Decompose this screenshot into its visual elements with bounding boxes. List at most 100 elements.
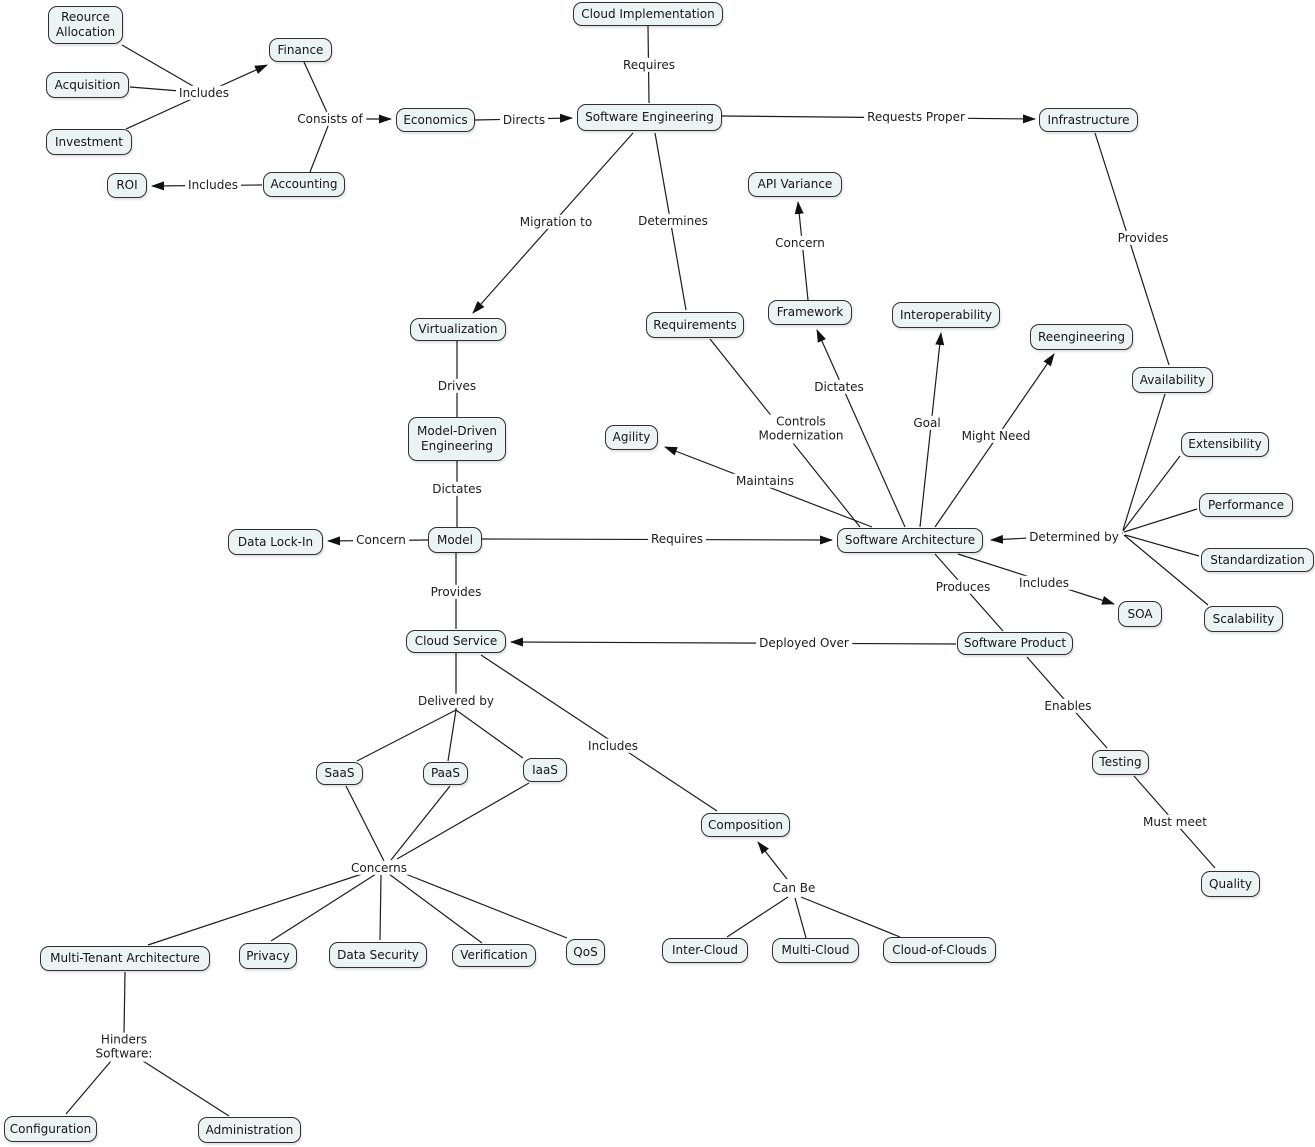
node-performance[interactable]: Performance	[1199, 493, 1293, 517]
node-administration[interactable]: Administration	[198, 1117, 301, 1143]
node-virtualization[interactable]: Virtualization	[410, 318, 506, 341]
edge-line-39	[345, 785, 385, 862]
edge-label-dictates-framework: Dictates	[811, 379, 867, 395]
node-interoperability[interactable]: Interoperability	[892, 302, 1000, 328]
edge-label-concern-api: Concern	[772, 235, 828, 251]
node-multi-tenant-architecture[interactable]: Multi-Tenant Architecture	[40, 946, 210, 971]
edge-line-27	[1123, 508, 1198, 533]
node-framework[interactable]: Framework	[768, 300, 852, 325]
edge-line-41	[396, 782, 530, 860]
node-availability[interactable]: Availability	[1132, 367, 1213, 393]
node-testing[interactable]: Testing	[1092, 750, 1149, 775]
edge-label-deployed-over: Deployed Over	[756, 635, 852, 651]
node-investment[interactable]: Investment	[46, 129, 132, 155]
edge-label-includes-soa: Includes	[1016, 575, 1072, 591]
node-economics[interactable]: Economics	[396, 108, 475, 132]
node-qos[interactable]: QoS	[566, 939, 605, 965]
edge-label-produces: Produces	[932, 579, 994, 595]
node-infrastructure[interactable]: Infrastructure	[1039, 108, 1138, 132]
node-cloud-service[interactable]: Cloud Service	[406, 630, 506, 653]
edge-label-requests-proper: Requests Proper	[864, 109, 968, 125]
node-privacy[interactable]: Privacy	[239, 943, 297, 969]
node-paas[interactable]: PaaS	[423, 762, 468, 785]
edge-line-52	[800, 896, 901, 938]
node-composition[interactable]: Composition	[701, 813, 790, 837]
edge-label-includes-finance: Includes	[176, 85, 232, 101]
edge-label-includes-composition: Includes	[585, 738, 641, 754]
edge-line-33	[510, 637, 957, 647]
node-software-product[interactable]: Software Product	[957, 632, 1073, 655]
edge-label-consists-of: Consists of	[294, 111, 366, 127]
edge-line-40	[390, 785, 451, 861]
edge-label-migration-to: Migration to	[516, 214, 596, 230]
edge-label-requires-sa: Requires	[647, 531, 707, 547]
node-multi-cloud[interactable]: Multi-Cloud	[772, 938, 859, 963]
node-cloud-of-clouds[interactable]: Cloud-of-Clouds	[883, 937, 996, 963]
edge-label-might-need: Might Need	[958, 428, 1034, 444]
node-inter-cloud[interactable]: Inter-Cloud	[662, 938, 748, 963]
node-data-security[interactable]: Data Security	[329, 942, 427, 968]
edge-line-28	[1124, 534, 1200, 557]
node-finance[interactable]: Finance	[269, 38, 332, 62]
edge-label-maintains: Maintains	[733, 473, 797, 489]
node-soa[interactable]: SOA	[1118, 601, 1162, 627]
edge-line-38	[480, 654, 718, 812]
edge-label-concern-datalockin: Concern	[353, 532, 409, 548]
edge-line-45	[388, 873, 483, 944]
edge-line-35	[356, 709, 457, 762]
node-accounting[interactable]: Accounting	[263, 172, 345, 197]
node-model-driven-engineering[interactable]: Model-Driven Engineering	[408, 417, 506, 461]
node-iaas[interactable]: IaaS	[523, 758, 567, 782]
edge-label-drives: Drives	[434, 378, 480, 394]
node-verification[interactable]: Verification	[452, 944, 536, 967]
edge-label-enables: Enables	[1041, 698, 1095, 714]
node-api-variance[interactable]: API Variance	[748, 172, 842, 197]
node-configuration[interactable]: Configuration	[4, 1116, 97, 1142]
node-agility[interactable]: Agility	[605, 425, 658, 450]
edge-label-must-meet: Must meet	[1140, 814, 1210, 830]
edge-label-determined-by: Determined by	[1026, 529, 1122, 545]
edge-line-25	[1122, 393, 1166, 531]
node-roi[interactable]: ROI	[107, 173, 147, 198]
node-extensibility[interactable]: Extensibility	[1181, 432, 1269, 457]
node-quality[interactable]: Quality	[1201, 871, 1260, 897]
node-standardization[interactable]: Standardization	[1201, 548, 1314, 572]
edge-label-requires-se: Requires	[619, 57, 679, 73]
edge-line-5	[309, 120, 331, 173]
node-scalability[interactable]: Scalability	[1204, 606, 1283, 632]
edge-line-53	[757, 841, 788, 880]
edge-line-46	[397, 870, 568, 939]
node-model[interactable]: Model	[428, 527, 482, 553]
edge-line-37	[455, 709, 524, 759]
edge-line-50	[726, 896, 789, 938]
edge-line-36	[447, 709, 457, 762]
edge-label-controls-modernization: Controls Modernization	[755, 414, 847, 444]
node-requirements[interactable]: Requirements	[646, 312, 744, 338]
edge-label-provides-cloud-service: Provides	[427, 584, 485, 600]
edge-line-51	[794, 897, 807, 939]
edge-line-42	[147, 870, 372, 946]
edge-label-directs: Directs	[499, 112, 549, 128]
node-saas[interactable]: SaaS	[316, 762, 363, 785]
edge-line-44	[379, 874, 382, 941]
edge-line-14	[1094, 132, 1170, 366]
edge-line-0	[121, 44, 206, 94]
edge-line-47	[123, 971, 126, 1035]
node-resource-allocation[interactable]: Reource Allocation	[48, 6, 123, 44]
node-acquisition[interactable]: Acquisition	[46, 72, 129, 98]
edge-label-can-be: Can Be	[769, 880, 819, 896]
edge-label-dictates-model: Dictates	[429, 481, 485, 497]
node-data-lock-in[interactable]: Data Lock-In	[228, 529, 323, 555]
edge-label-concerns: Concerns	[348, 860, 410, 876]
node-software-engineering[interactable]: Software Engineering	[577, 104, 722, 131]
edge-line-26	[1122, 455, 1181, 532]
node-cloud-implementation[interactable]: Cloud Implementation	[573, 2, 723, 26]
edge-line-43	[270, 873, 377, 942]
edge-line-48	[65, 1060, 112, 1115]
node-software-architecture[interactable]: Software Architecture	[837, 528, 983, 553]
node-reengineering[interactable]: Reengineering	[1030, 324, 1133, 350]
edge-label-determines: Determines	[635, 213, 711, 229]
edge-line-15	[816, 329, 906, 528]
